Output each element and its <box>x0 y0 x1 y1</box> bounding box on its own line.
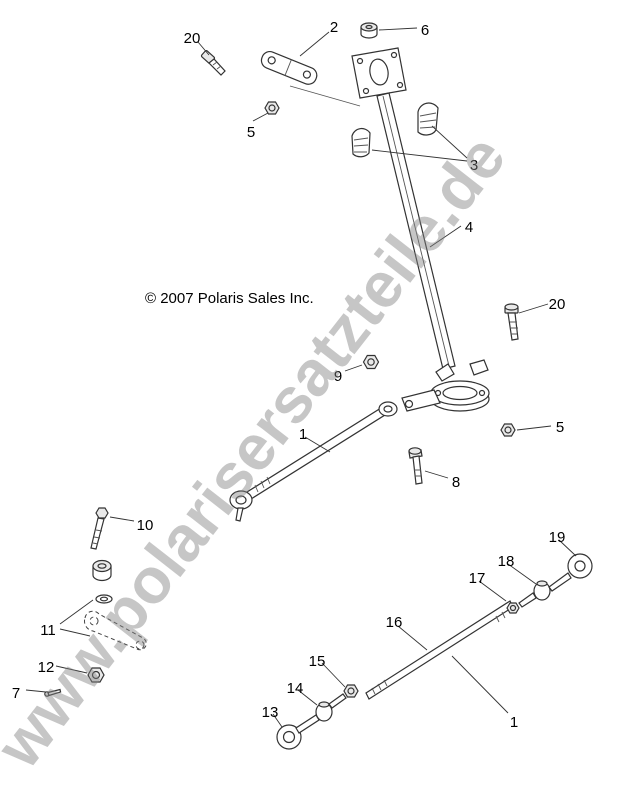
callout-19: 19 <box>549 529 566 546</box>
bolt-8 <box>408 447 423 485</box>
rod-end-13 <box>276 714 320 750</box>
callout-13: 13 <box>262 704 279 721</box>
callout-18: 18 <box>498 553 515 570</box>
leader-lines <box>25 27 577 728</box>
callout-8: 8 <box>452 474 460 491</box>
steering-post-mount <box>401 359 490 412</box>
cap-bushing <box>360 22 378 39</box>
jam-nut-17 <box>506 602 520 614</box>
callout-14: 14 <box>287 680 304 697</box>
assembly-line <box>289 85 361 107</box>
ball-joint-18 <box>518 580 551 608</box>
callout-17: 17 <box>469 570 486 587</box>
watermark-text: www.polarisersatzteile.de <box>0 122 519 782</box>
callout-5-b: 5 <box>556 419 564 436</box>
callout-20-b: 20 <box>549 296 566 313</box>
callout-12: 12 <box>38 659 55 676</box>
callout-3: 3 <box>470 157 478 174</box>
callout-6: 6 <box>421 22 429 39</box>
tie-rod-lower <box>276 553 593 750</box>
nut-9 <box>362 354 380 370</box>
bolt-20-upper <box>200 50 226 76</box>
steering-clamp-right <box>417 102 439 136</box>
rod-end-19 <box>548 553 593 592</box>
screw-7 <box>44 688 62 697</box>
steering-clamp-left <box>351 127 371 158</box>
callout-5-a: 5 <box>247 124 255 141</box>
idler-mount-cluster <box>44 559 147 697</box>
callouts: 20 2 6 5 3 4 20 9 5 1 8 10 19 18 17 16 1… <box>12 19 566 731</box>
callout-16: 16 <box>386 614 403 631</box>
callout-1-a: 1 <box>299 426 307 443</box>
idler-arm-dashed <box>84 610 147 651</box>
callout-2: 2 <box>330 19 338 36</box>
callout-1-b: 1 <box>510 714 518 731</box>
nut-12 <box>87 667 105 683</box>
tie-rod-upper <box>229 401 398 522</box>
nut-5-upper <box>264 101 280 115</box>
jam-nut-15 <box>343 684 359 698</box>
steering-column-shaft <box>351 47 456 370</box>
bolt-20-lower <box>504 303 519 341</box>
nut-5-lower <box>500 423 516 437</box>
callout-9: 9 <box>334 368 342 385</box>
callout-15: 15 <box>309 653 326 670</box>
copyright-text: © 2007 Polaris Sales Inc. <box>145 290 314 307</box>
ball-joint-14 <box>315 693 347 722</box>
callout-4: 4 <box>465 219 473 236</box>
callout-11: 11 <box>40 622 56 639</box>
bolt-10 <box>90 507 109 550</box>
callout-7: 7 <box>12 685 20 702</box>
callout-20-a: 20 <box>184 30 201 47</box>
column-bracket <box>260 50 318 85</box>
callout-10: 10 <box>137 517 154 534</box>
